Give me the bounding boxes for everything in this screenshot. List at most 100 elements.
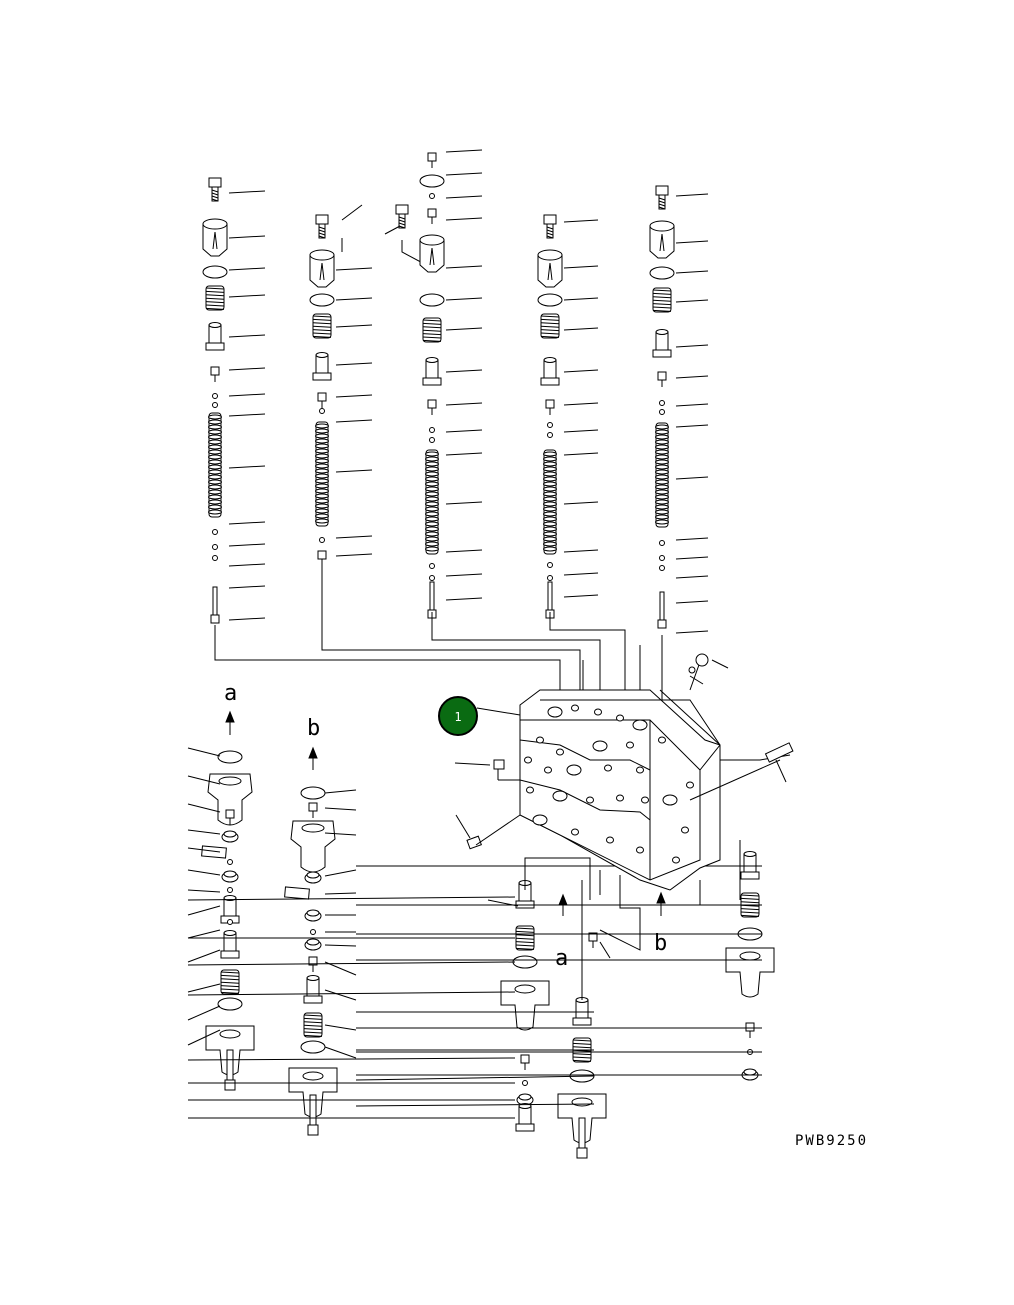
spool-stacks: [187, 149, 775, 1159]
part-spool-icon: [315, 421, 329, 527]
part-dot-icon: [310, 929, 316, 935]
part-dot-icon: [319, 537, 325, 543]
bolt-icon: [395, 204, 409, 229]
port-hole: [636, 846, 644, 854]
part-dot-icon: [319, 408, 325, 414]
part-dot-icon: [429, 437, 435, 443]
port-hole: [571, 828, 579, 836]
part-spool-icon: [543, 449, 557, 555]
part-small-icon: [225, 809, 235, 825]
part-oring-icon: [512, 955, 538, 969]
port-hole: [536, 736, 544, 744]
part-retainer-icon: [740, 851, 760, 880]
nut-icon: [221, 870, 239, 883]
port-hole: [544, 766, 552, 774]
part-cap-icon: [202, 218, 228, 257]
part-dot-icon: [227, 887, 233, 893]
part-dot-icon: [659, 400, 665, 406]
port-hole: [592, 740, 608, 752]
part-small-icon: [427, 208, 437, 224]
port-hole: [526, 786, 534, 794]
callout-1[interactable]: 1: [438, 696, 521, 736]
part-spool-icon: [655, 422, 669, 528]
part-dot-icon: [659, 555, 665, 561]
port-hole: [532, 814, 548, 826]
port-hole: [547, 706, 563, 718]
port-hole: [686, 781, 694, 789]
flange-cover-icon: [725, 947, 775, 998]
part-spring-icon: [422, 317, 442, 343]
part-retainer-icon: [652, 329, 672, 358]
view-arrow-a-left: a: [224, 681, 237, 735]
part-dot-icon: [659, 565, 665, 571]
part-small-icon: [427, 399, 437, 415]
part-spring-icon: [652, 287, 672, 313]
part-retainer-icon: [205, 322, 225, 351]
view-arrow-b-block: b: [654, 891, 667, 956]
part-oring-icon: [537, 293, 563, 307]
nut-icon: [304, 909, 322, 922]
plug-icon: [588, 932, 598, 948]
port-hole: [672, 856, 680, 864]
part-dot-icon: [659, 540, 665, 546]
part-dot-icon: [212, 544, 218, 550]
part-dot-icon: [212, 555, 218, 561]
port-hole: [556, 748, 564, 756]
part-dot-icon: [227, 919, 233, 925]
block-fittings: [454, 653, 794, 850]
part-dot-icon: [212, 402, 218, 408]
nut-icon: [516, 1093, 534, 1106]
port-hole: [594, 708, 602, 716]
part-retainer-icon: [540, 357, 560, 386]
part-oring-icon: [202, 265, 228, 279]
view-letter-b-left: b: [307, 716, 320, 741]
flange-cover-icon: [500, 980, 550, 1031]
part-dot-icon: [227, 859, 233, 865]
view-arrow-a-block: a: [555, 893, 568, 971]
view-arrow-b-left: b: [307, 716, 320, 770]
part-bolt-icon: [315, 214, 329, 239]
part-dot-icon: [547, 432, 553, 438]
part-small-icon: [657, 371, 667, 387]
port-hole: [566, 764, 582, 776]
port-hole: [586, 796, 594, 804]
part-spool-icon: [425, 449, 439, 555]
port-hole: [658, 736, 666, 744]
part-small-icon: [210, 366, 220, 382]
part-small-icon: [308, 956, 318, 972]
part-dot-icon: [429, 427, 435, 433]
part-bolt-icon: [208, 177, 222, 202]
callout-circle: [438, 696, 478, 736]
part-dot-icon: [212, 529, 218, 535]
part-dot-icon: [547, 575, 553, 581]
part-retainer-icon: [312, 352, 332, 381]
port-hole: [632, 719, 648, 731]
part-spring-icon: [205, 285, 225, 311]
part-dot-icon: [429, 193, 435, 199]
shim-icon: [201, 845, 227, 859]
port-hole: [641, 796, 649, 804]
part-rod-icon: [657, 591, 667, 629]
part-oring-icon: [649, 266, 675, 280]
part-dot-icon: [659, 409, 665, 415]
part-spring-icon: [220, 969, 240, 995]
port-hole: [616, 794, 624, 802]
part-retainer-icon: [303, 975, 323, 1004]
part-small-icon: [427, 152, 437, 168]
part-oring-icon: [419, 174, 445, 188]
part-dot-icon: [212, 393, 218, 399]
port-hole: [552, 790, 568, 802]
part-spool-icon: [208, 412, 222, 518]
long-bolt-icon: [307, 1094, 319, 1136]
part-oring-icon: [300, 1040, 326, 1054]
nut-icon: [304, 938, 322, 951]
part-small-icon: [317, 392, 327, 408]
part-small-icon: [520, 1054, 530, 1070]
part-small-icon: [545, 399, 555, 415]
part-bolt-icon: [655, 185, 669, 210]
part-spring-icon: [312, 313, 332, 339]
flange-cover-icon: [288, 1067, 338, 1118]
port-hole: [571, 704, 579, 712]
part-cap-icon: [419, 234, 445, 273]
